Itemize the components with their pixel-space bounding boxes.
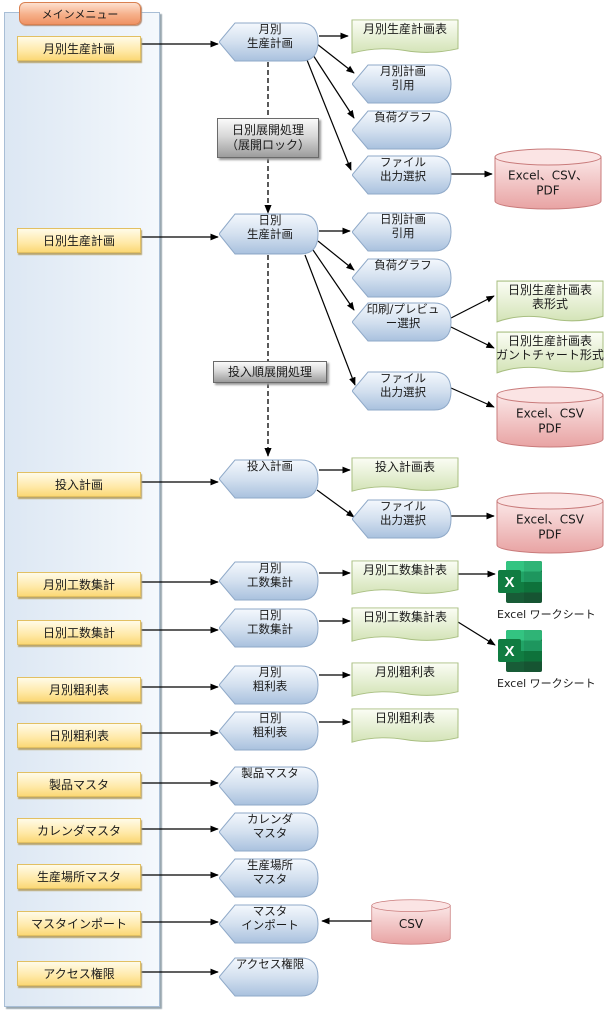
menu-monthly-gross-profit[interactable]: 月別粗利表 bbox=[17, 677, 141, 702]
document-shape bbox=[351, 457, 459, 492]
display-shape bbox=[219, 608, 319, 648]
subscreen-input-file-output[interactable]: ファイル 出力選択 bbox=[352, 499, 452, 539]
storage-csv-source[interactable]: CSV bbox=[371, 899, 451, 945]
display-shape bbox=[352, 302, 452, 342]
display-shape bbox=[219, 766, 319, 806]
document-shape bbox=[496, 331, 604, 374]
menu-daily-production-plan[interactable]: 日別生産計画 bbox=[17, 228, 141, 253]
screen-product-master[interactable]: 製品マスタ bbox=[219, 766, 319, 806]
link-ip-file bbox=[316, 489, 355, 518]
link-dp-gantt bbox=[450, 326, 495, 349]
link-mp-load bbox=[312, 54, 355, 119]
display-shape bbox=[219, 459, 319, 499]
doc-monthly-gross-profit-table[interactable]: 月別粗利表 bbox=[351, 662, 459, 698]
screen-calendar-master[interactable]: カレンダ マスタ bbox=[219, 812, 319, 852]
cylinder-shape bbox=[371, 899, 451, 945]
document-shape bbox=[351, 708, 459, 743]
main-menu-panel bbox=[4, 12, 160, 1007]
menu-location-master[interactable]: 生産場所マスタ bbox=[17, 864, 141, 889]
link-mp-quote bbox=[316, 43, 355, 74]
menu-master-import[interactable]: マスタインポート bbox=[17, 911, 141, 936]
screen-daily-production-plan[interactable]: 日別 生産計画 bbox=[219, 213, 319, 255]
doc-input-plan-table[interactable]: 投入計画表 bbox=[351, 457, 459, 493]
link-dp-form bbox=[450, 295, 495, 319]
display-shape bbox=[352, 155, 452, 195]
screen-monthly-gross-profit[interactable]: 月別 粗利表 bbox=[219, 665, 319, 705]
screen-daily-man-hours[interactable]: 日別 工数集計 bbox=[219, 608, 319, 648]
excel-caption: Excel ワークシート bbox=[497, 677, 596, 690]
display-shape bbox=[219, 904, 319, 944]
screen-daily-gross-profit[interactable]: 日別 粗利表 bbox=[219, 711, 319, 751]
doc-daily-man-hours-table[interactable]: 日別工数集計表 bbox=[351, 607, 459, 643]
document-shape bbox=[496, 280, 604, 323]
doc-daily-gross-profit-table[interactable]: 日別粗利表 bbox=[351, 708, 459, 744]
excel-letter: X bbox=[504, 574, 514, 591]
display-shape bbox=[352, 212, 452, 252]
display-shape bbox=[219, 561, 319, 601]
cylinder-shape bbox=[496, 386, 604, 448]
menu-access-rights[interactable]: アクセス権限 bbox=[17, 961, 141, 986]
cylinder-shape bbox=[494, 148, 602, 210]
menu-monthly-man-hours[interactable]: 月別工数集計 bbox=[17, 572, 141, 597]
menu-calendar-master[interactable]: カレンダマスタ bbox=[17, 818, 141, 843]
display-shape bbox=[219, 711, 319, 751]
subscreen-daily-file-output[interactable]: ファイル 出力選択 bbox=[352, 371, 452, 411]
document-shape bbox=[351, 19, 459, 54]
screen-location-master[interactable]: 生産場所 マスタ bbox=[219, 858, 319, 898]
display-shape bbox=[352, 110, 452, 150]
process-daily-expand: 日別展開処理 （展開ロック） bbox=[217, 118, 319, 158]
menu-daily-gross-profit[interactable]: 日別粗利表 bbox=[17, 723, 141, 748]
document-shape bbox=[351, 662, 459, 697]
excel-caption: Excel ワークシート bbox=[497, 608, 596, 621]
screen-access-rights[interactable]: アクセス権限 bbox=[219, 957, 319, 997]
doc-daily-plan-gantt[interactable]: 日別生産計画表 ガントチャート形式 bbox=[496, 331, 604, 375]
main-menu-title: メインメニュー bbox=[19, 2, 141, 25]
menu-input-plan[interactable]: 投入計画 bbox=[17, 472, 141, 497]
display-shape bbox=[352, 258, 452, 298]
storage-input-output[interactable]: Excel、CSV PDF bbox=[496, 492, 604, 554]
menu-monthly-production-plan[interactable]: 月別生産計画 bbox=[17, 36, 141, 61]
storage-monthly-output[interactable]: Excel、CSV、 PDF bbox=[494, 148, 602, 210]
subscreen-monthly-plan-quote[interactable]: 月別計画 引用 bbox=[352, 64, 452, 104]
screen-monthly-man-hours[interactable]: 月別 工数集計 bbox=[219, 561, 319, 601]
doc-monthly-plan-table[interactable]: 月別生産計画表 bbox=[351, 19, 459, 55]
screen-input-plan[interactable]: 投入計画 bbox=[219, 459, 319, 499]
subscreen-monthly-load-graph[interactable]: 負荷グラフ bbox=[352, 110, 452, 150]
storage-daily-output[interactable]: Excel、CSV PDF bbox=[496, 386, 604, 448]
link-dp-print bbox=[312, 249, 355, 311]
doc-monthly-man-hours-table[interactable]: 月別工数集計表 bbox=[351, 560, 459, 596]
process-input-order-expand: 投入順展開処理 bbox=[213, 361, 327, 383]
screen-master-import[interactable]: マスタ インポート bbox=[219, 904, 319, 944]
link-dp-out bbox=[450, 387, 495, 408]
excel-icon: X bbox=[498, 630, 544, 672]
excel-letter: X bbox=[504, 643, 514, 660]
document-shape bbox=[351, 607, 459, 642]
display-shape bbox=[219, 22, 319, 62]
display-shape bbox=[352, 64, 452, 104]
display-shape bbox=[219, 213, 319, 255]
excel-icon: X bbox=[498, 561, 544, 603]
menu-product-master[interactable]: 製品マスタ bbox=[17, 772, 141, 797]
link-dp-load bbox=[317, 240, 355, 271]
subscreen-monthly-file-output[interactable]: ファイル 出力選択 bbox=[352, 155, 452, 195]
cylinder-shape bbox=[496, 492, 604, 554]
menu-daily-man-hours[interactable]: 日別工数集計 bbox=[17, 620, 141, 645]
display-shape bbox=[219, 858, 319, 898]
display-shape bbox=[219, 665, 319, 705]
display-shape bbox=[352, 499, 452, 539]
subscreen-daily-print-preview[interactable]: 印刷/プレビュ ー選択 bbox=[352, 302, 452, 342]
subscreen-daily-plan-quote[interactable]: 日別計画 引用 bbox=[352, 212, 452, 252]
document-shape bbox=[351, 560, 459, 595]
display-shape bbox=[219, 957, 319, 997]
subscreen-daily-load-graph[interactable]: 負荷グラフ bbox=[352, 258, 452, 298]
excel-file-daily[interactable]: X Excel ワークシート bbox=[490, 630, 600, 691]
doc-daily-plan-table-form[interactable]: 日別生産計画表 表形式 bbox=[496, 280, 604, 324]
display-shape bbox=[219, 812, 319, 852]
screen-monthly-production-plan[interactable]: 月別 生産計画 bbox=[219, 22, 319, 62]
excel-file-monthly[interactable]: X Excel ワークシート bbox=[490, 561, 600, 622]
